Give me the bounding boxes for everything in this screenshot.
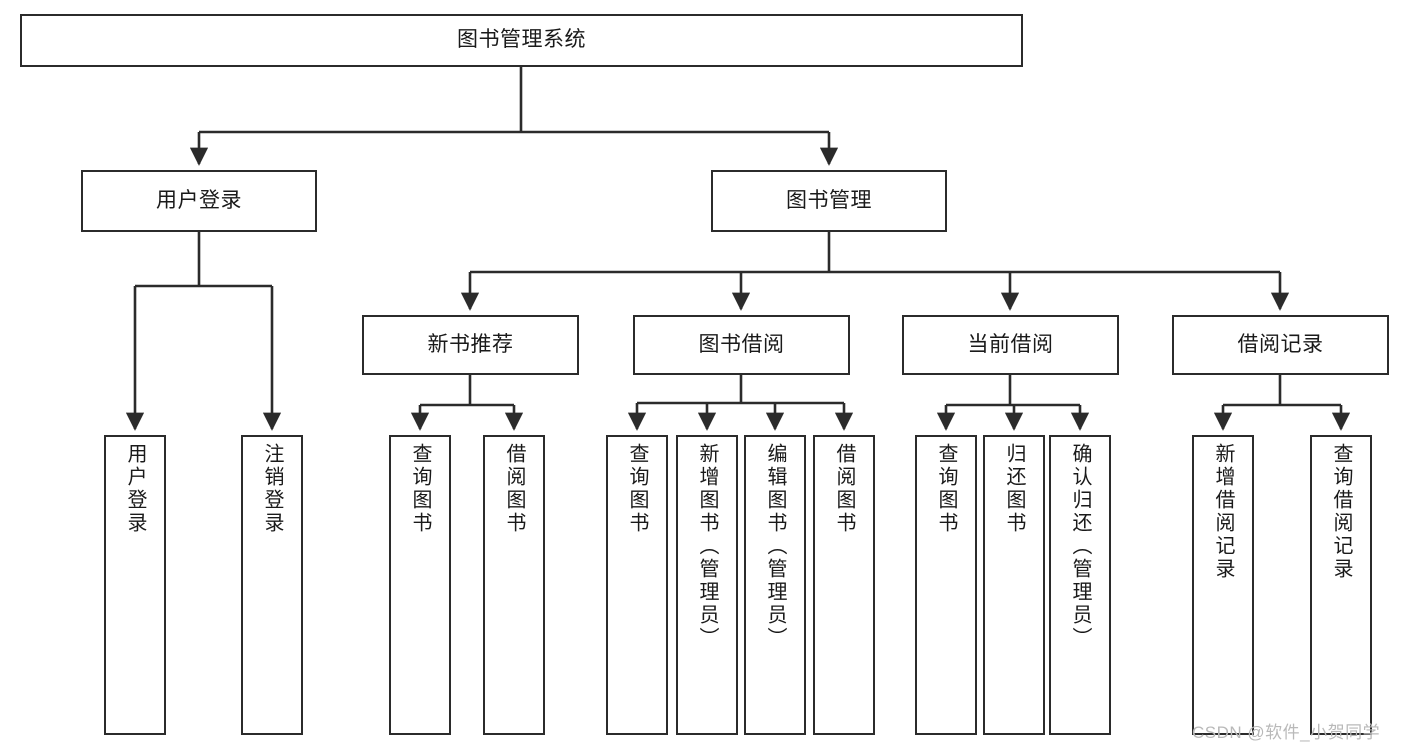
node-book-borrow-label: 图书借阅 (698, 332, 785, 356)
node-user-login[interactable]: 用户登录 (81, 170, 317, 232)
leaf-query-book-borrow-label: 查询图书 (626, 443, 648, 535)
leaf-lend-book-label: 借阅图书 (833, 443, 855, 535)
leaf-query-book-recommend[interactable]: 查询图书 (389, 435, 451, 735)
leaf-query-book-borrow[interactable]: 查询图书 (606, 435, 668, 735)
leaf-add-borrow-record[interactable]: 新增借阅记录 (1192, 435, 1254, 735)
leaf-user-login-label: 用户登录 (124, 443, 146, 535)
leaf-lend-book[interactable]: 借阅图书 (813, 435, 875, 735)
node-root-label: 图书管理系统 (457, 28, 586, 52)
leaf-add-book-admin-label: 新增图书（管理员） (696, 443, 718, 650)
leaf-query-book-recommend-label: 查询图书 (409, 443, 431, 535)
leaf-user-login[interactable]: 用户登录 (104, 435, 166, 735)
leaf-add-book-admin[interactable]: 新增图书（管理员） (676, 435, 738, 735)
leaf-add-borrow-record-label: 新增借阅记录 (1212, 443, 1234, 581)
leaf-confirm-return-admin[interactable]: 确认归还（管理员） (1049, 435, 1111, 735)
leaf-edit-book-admin[interactable]: 编辑图书（管理员） (744, 435, 806, 735)
node-borrow-records[interactable]: 借阅记录 (1172, 315, 1389, 375)
node-user-login-label: 用户登录 (156, 188, 242, 212)
leaf-edit-book-admin-label: 编辑图书（管理员） (764, 443, 786, 650)
leaf-logout[interactable]: 注销登录 (241, 435, 303, 735)
leaf-confirm-return-admin-label: 确认归还（管理员） (1069, 443, 1091, 650)
node-book-management[interactable]: 图书管理 (711, 170, 947, 232)
watermark: CSDN @软件_小贺同学 (1192, 723, 1381, 742)
node-root[interactable]: 图书管理系统 (20, 14, 1023, 67)
node-book-borrow[interactable]: 图书借阅 (633, 315, 850, 375)
leaf-borrow-book-recommend-label: 借阅图书 (503, 443, 525, 535)
leaf-return-book-label: 归还图书 (1003, 443, 1025, 535)
node-current-borrow-label: 当前借阅 (967, 332, 1054, 356)
leaf-query-borrow-record-label: 查询借阅记录 (1330, 443, 1352, 581)
leaf-logout-label: 注销登录 (261, 443, 283, 535)
node-current-borrow[interactable]: 当前借阅 (902, 315, 1119, 375)
leaf-query-borrow-record[interactable]: 查询借阅记录 (1310, 435, 1372, 735)
leaf-borrow-book-recommend[interactable]: 借阅图书 (483, 435, 545, 735)
leaf-query-book-current-label: 查询图书 (935, 443, 957, 535)
node-new-book-recommend[interactable]: 新书推荐 (362, 315, 579, 375)
leaf-return-book[interactable]: 归还图书 (983, 435, 1045, 735)
node-borrow-records-label: 借阅记录 (1237, 332, 1324, 356)
node-new-book-recommend-label: 新书推荐 (427, 332, 514, 356)
leaf-query-book-current[interactable]: 查询图书 (915, 435, 977, 735)
node-book-management-label: 图书管理 (786, 188, 872, 212)
